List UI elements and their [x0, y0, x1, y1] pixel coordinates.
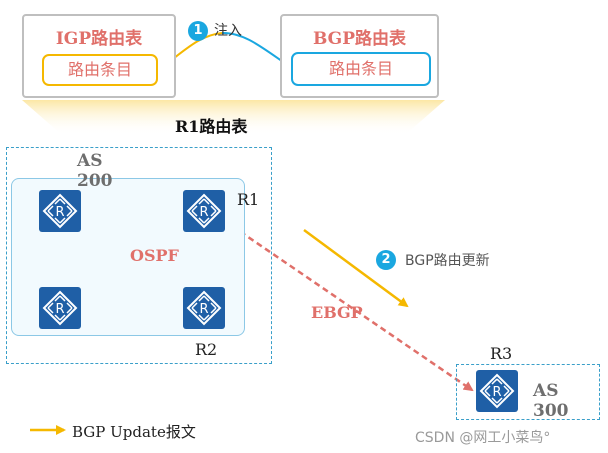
- r1-table-label: R1路由表: [175, 117, 248, 136]
- igp-route-entry: 路由条目: [42, 54, 158, 86]
- as200-text: AS 200: [77, 151, 113, 191]
- step-2-badge: 2: [376, 250, 396, 270]
- router-r1-icon: R: [183, 190, 225, 232]
- svg-text:R: R: [492, 385, 501, 400]
- csdn-watermark: CSDN @网工小菜鸟°: [415, 430, 551, 446]
- bgp-routing-table: BGP路由表 路由条目: [280, 14, 439, 98]
- legend-label: BGP Update报文: [72, 423, 196, 441]
- router-top-left-icon: R: [39, 190, 81, 232]
- router-r3-icon: R: [476, 370, 518, 412]
- svg-text:R: R: [199, 302, 208, 317]
- as300-text: AS 300: [533, 381, 569, 421]
- bgp-route-entry: 路由条目: [291, 52, 431, 86]
- ebgp-link: [222, 217, 474, 392]
- ebgp-label: EBGP: [311, 303, 363, 322]
- ospf-label: OSPF: [130, 246, 179, 265]
- igp-routing-table: IGP路由表 路由条目: [22, 14, 176, 98]
- bgp-update-arrow: [303, 228, 409, 308]
- as200-label: AS 200: [77, 151, 113, 191]
- bgp-update-label: BGP路由更新: [405, 253, 490, 269]
- as300-label: AS 300: [533, 381, 569, 421]
- svg-text:R: R: [55, 205, 64, 220]
- bgp-table-title: BGP路由表: [313, 29, 406, 49]
- r1-table-band: [22, 100, 445, 135]
- igp-table-title: IGP路由表: [55, 29, 143, 49]
- router-bottom-left-icon: R: [39, 287, 81, 329]
- inject-label: 注入: [214, 23, 242, 39]
- r2-label: R2: [195, 340, 218, 359]
- r1-label: R1: [237, 190, 260, 209]
- svg-text:R: R: [55, 302, 64, 317]
- as300-boundary: [456, 364, 600, 420]
- as200-boundary: [6, 147, 272, 364]
- svg-text:R: R: [199, 205, 208, 220]
- step-1-badge: 1: [188, 21, 208, 41]
- r3-label: R3: [490, 344, 513, 363]
- router-r2-icon: R: [183, 287, 225, 329]
